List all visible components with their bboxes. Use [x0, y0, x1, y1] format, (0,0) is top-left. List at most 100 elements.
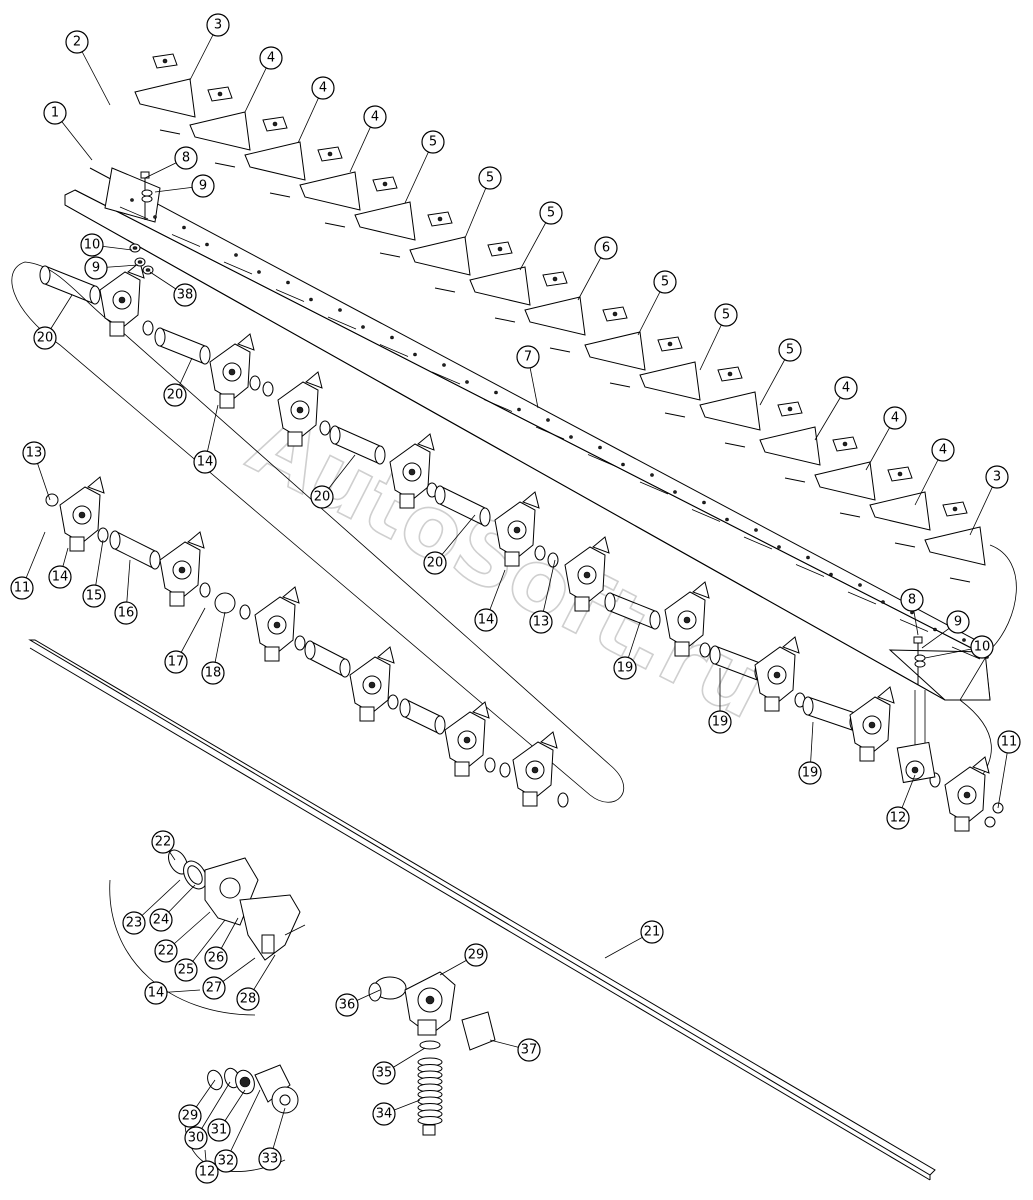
- callout-circle: [997, 730, 1021, 754]
- callout-number: 21: [644, 925, 661, 940]
- callout-number: 20: [314, 490, 331, 505]
- callout-number: 22: [158, 944, 175, 959]
- callout-5: 5: [778, 338, 802, 362]
- callout-circle: [421, 130, 445, 154]
- callout-number: 20: [427, 556, 444, 571]
- callout-number: 13: [26, 446, 43, 461]
- callout-circle: [214, 1149, 238, 1173]
- callout-number: 3: [993, 470, 1001, 485]
- callout-number: 14: [148, 986, 165, 1001]
- detail-14-gearhead: [368, 971, 496, 1136]
- callout-20: 20: [423, 551, 447, 575]
- callout-4: 4: [363, 105, 387, 129]
- callout-26: 26: [204, 946, 228, 970]
- callout-number: 8: [182, 151, 190, 166]
- callout-8: 8: [900, 588, 924, 612]
- callout-number: 16: [118, 606, 135, 621]
- callout-11: 11: [10, 576, 34, 600]
- callout-4: 4: [311, 76, 335, 100]
- callout-circle: [236, 987, 260, 1011]
- callout-19: 19: [613, 656, 637, 680]
- callout-number: 5: [786, 343, 794, 358]
- callout-circle: [184, 1126, 208, 1150]
- callout-circle: [311, 76, 335, 100]
- callout-13: 13: [529, 610, 553, 634]
- callout-number: 10: [84, 238, 101, 253]
- callout-number: 17: [168, 655, 185, 670]
- callout-6: 6: [594, 236, 618, 260]
- callout-14: 14: [144, 981, 168, 1005]
- callout-circle: [372, 1061, 396, 1085]
- callout-circle: [778, 338, 802, 362]
- callout-29: 29: [178, 1104, 202, 1128]
- callout-number: 1: [51, 106, 59, 121]
- callout-number: 18: [205, 666, 222, 681]
- callout-15: 15: [82, 584, 106, 608]
- roller-assemblies: [39, 171, 1004, 832]
- callout-circle: [193, 450, 217, 474]
- callout-circle: [195, 1160, 219, 1184]
- callout-circle: [464, 943, 488, 967]
- callout-9: 9: [946, 610, 970, 634]
- callout-number: 4: [267, 51, 275, 66]
- callout-number: 19: [712, 715, 729, 730]
- callout-circle: [517, 1038, 541, 1062]
- callout-circle: [154, 939, 178, 963]
- callout-37: 37: [517, 1038, 541, 1062]
- callout-22: 22: [151, 830, 175, 854]
- callout-21: 21: [640, 920, 664, 944]
- callout-circle: [372, 1102, 396, 1126]
- callout-circle: [423, 551, 447, 575]
- callout-number: 11: [14, 581, 31, 596]
- callout-number: 30: [188, 1131, 205, 1146]
- callout-circle: [206, 13, 230, 37]
- callout-number: 12: [199, 1165, 216, 1180]
- callout-number: 5: [722, 308, 730, 323]
- callout-number: 28: [240, 992, 257, 1007]
- leader-line: [225, 1089, 261, 1162]
- callout-number: 4: [939, 443, 947, 458]
- callout-number: 22: [155, 835, 172, 850]
- callout-circle: [883, 406, 907, 430]
- callout-2: 2: [65, 30, 89, 54]
- callout-1: 1: [43, 101, 67, 125]
- callout-9: 9: [84, 256, 108, 280]
- callout-circle: [204, 946, 228, 970]
- callout-circle: [985, 465, 1009, 489]
- callout-number: 4: [842, 381, 850, 396]
- callout-circle: [43, 101, 67, 125]
- callout-number: 25: [178, 963, 195, 978]
- callout-number: 31: [211, 1123, 228, 1138]
- callout-circle: [82, 584, 106, 608]
- callout-number: 33: [262, 1152, 279, 1167]
- guard-row: [134, 53, 986, 583]
- callout-number: 4: [891, 411, 899, 426]
- callout-circle: [10, 576, 34, 600]
- callout-10: 10: [970, 635, 994, 659]
- callout-circle: [714, 303, 738, 327]
- callout-20: 20: [163, 383, 187, 407]
- callout-number: 27: [206, 981, 223, 996]
- callout-circle: [886, 806, 910, 830]
- callout-circle: [178, 1104, 202, 1128]
- callout-circle: [174, 146, 198, 170]
- callout-circle: [653, 270, 677, 294]
- callout-circle: [970, 635, 994, 659]
- main-rail: [64, 167, 991, 760]
- callout-number: 3: [214, 18, 222, 33]
- gearbox-block: [896, 741, 936, 784]
- callout-circle: [613, 656, 637, 680]
- callout-17: 17: [164, 650, 188, 674]
- callout-circle: [259, 46, 283, 70]
- callout-20: 20: [310, 485, 334, 509]
- callout-30: 30: [184, 1126, 208, 1150]
- callout-circle: [834, 376, 858, 400]
- callout-19: 19: [798, 761, 822, 785]
- callout-5: 5: [421, 130, 445, 154]
- callout-number: 5: [547, 206, 555, 221]
- callout-circle: [33, 326, 57, 350]
- callout-19: 19: [708, 710, 732, 734]
- callout-circle: [946, 610, 970, 634]
